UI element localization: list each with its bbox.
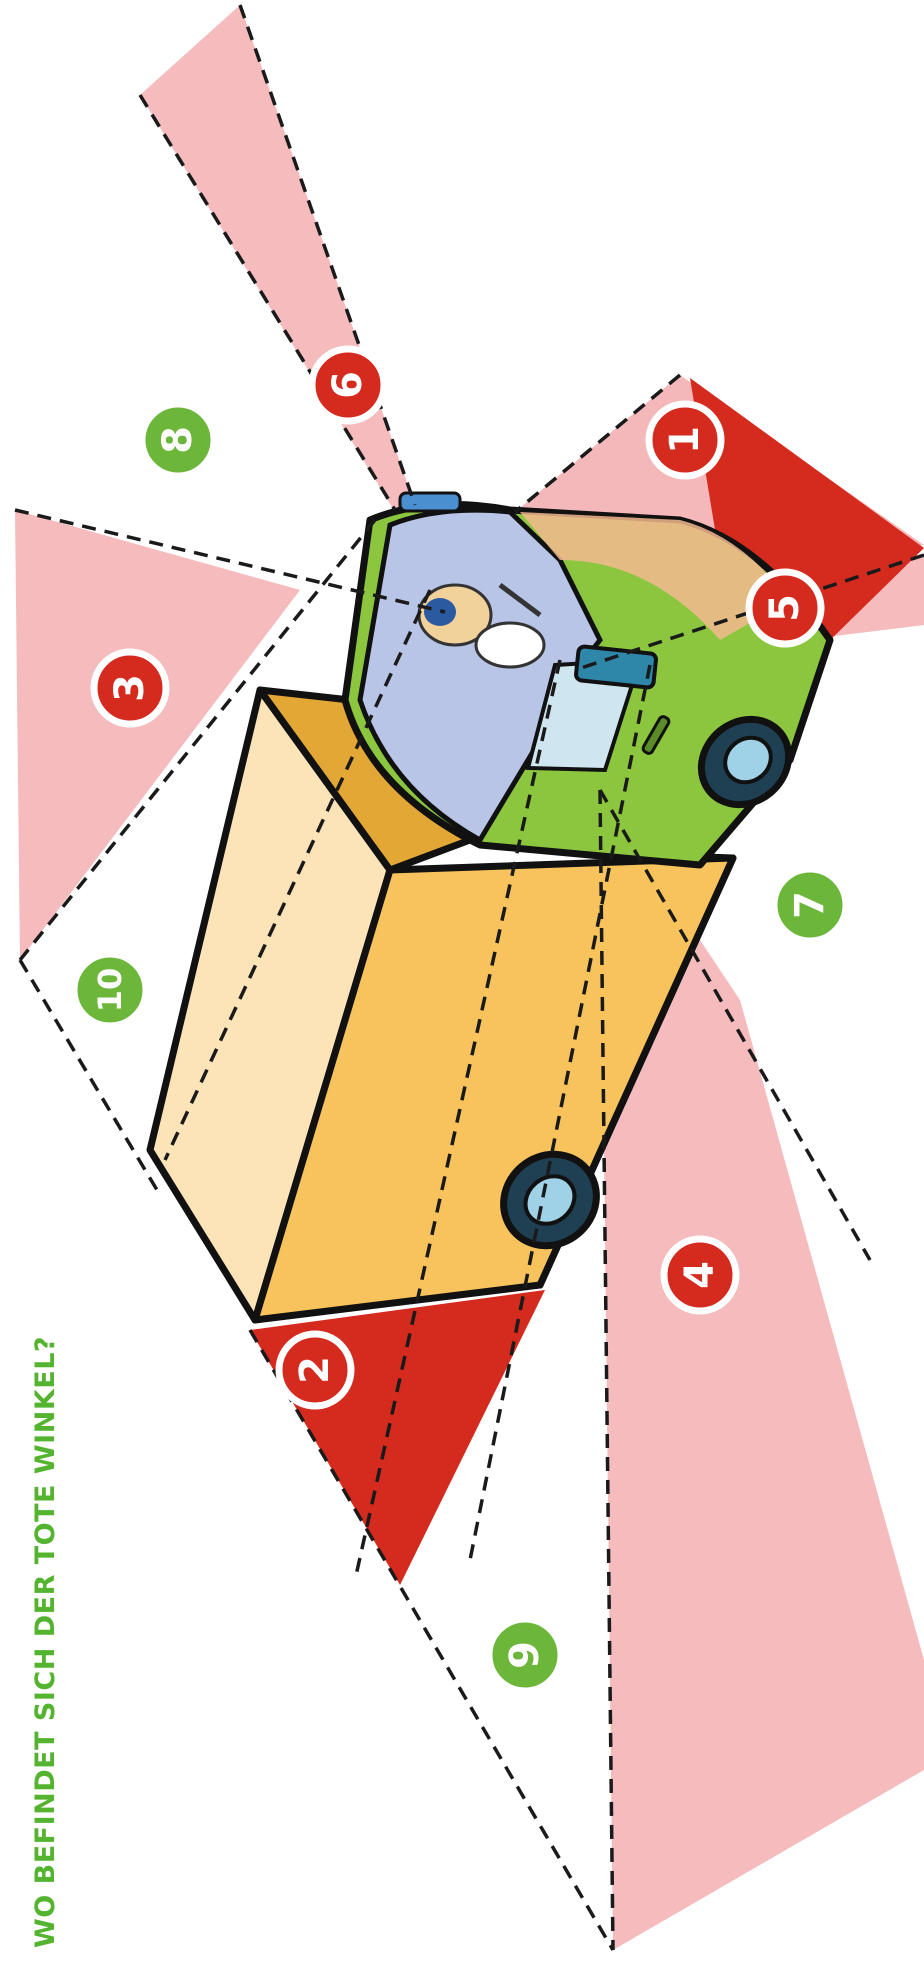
badge-3: 3 [90, 648, 170, 728]
roof-light [398, 491, 462, 513]
badge-2: 2 [275, 1330, 355, 1410]
badge-6: 6 [308, 345, 388, 425]
sight-lines [14, 4, 924, 1951]
svg-text:4: 4 [677, 1261, 723, 1289]
svg-text:2: 2 [292, 1356, 338, 1384]
zone-4 [600, 790, 924, 1950]
zone-2 [250, 1290, 545, 1585]
badge-8: 8 [138, 400, 218, 480]
svg-text:9: 9 [502, 1641, 548, 1669]
badge-9: 9 [485, 1615, 565, 1695]
page-title: WO BEFINDET SICH DER TOTE WINKEL? [30, 1335, 61, 1948]
badge-10: 10 [70, 950, 150, 1030]
driver [417, 583, 546, 669]
svg-text:3: 3 [107, 674, 153, 702]
badge-7: 7 [770, 865, 850, 945]
svg-text:5: 5 [762, 594, 808, 622]
svg-text:10: 10 [91, 968, 129, 1013]
cabin-roof-stripe [520, 512, 790, 640]
cargo-box-front [251, 854, 737, 1324]
zone-3 [15, 510, 300, 960]
side-mirror [574, 644, 658, 690]
badge-5: 5 [745, 568, 825, 648]
front-wheel [697, 715, 793, 809]
rear-wheel [500, 1150, 600, 1250]
svg-text:6: 6 [325, 371, 371, 399]
door-handle [641, 715, 671, 755]
svg-text:8: 8 [155, 426, 201, 454]
badge-1: 1 [645, 400, 725, 480]
title-container: WO BEFINDET SICH DER TOTE WINKEL? [30, 1335, 61, 1948]
svg-text:1: 1 [662, 426, 708, 454]
badge-4: 4 [660, 1235, 740, 1315]
svg-text:7: 7 [787, 891, 833, 919]
